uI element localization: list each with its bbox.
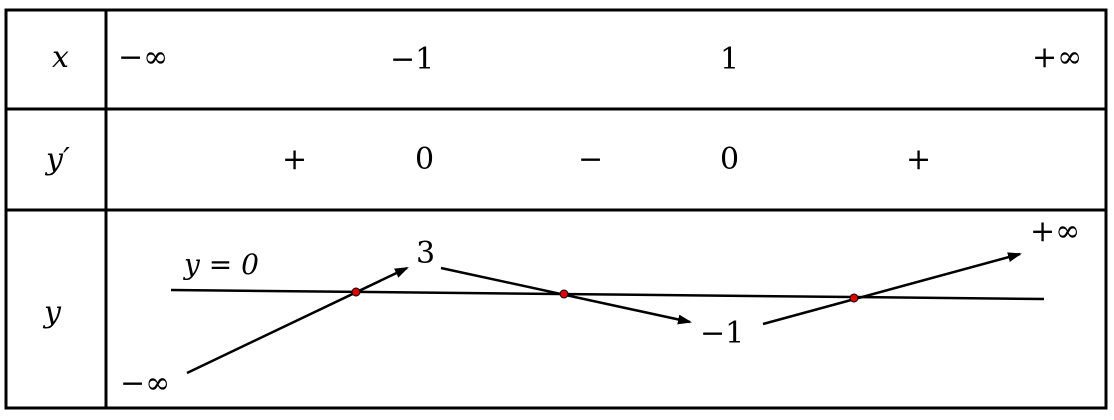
increasing-arrow-2 bbox=[762, 252, 1022, 326]
y-value-neg-inf: −∞ bbox=[120, 366, 171, 401]
sign-zero-1: 0 bbox=[415, 142, 435, 177]
row-label-derivative: y′ bbox=[46, 142, 70, 177]
x-value-pos-inf: +∞ bbox=[1032, 40, 1083, 75]
y-value-min: −1 bbox=[700, 316, 745, 351]
y-value-max: 3 bbox=[416, 236, 436, 271]
intersection-point-1 bbox=[351, 287, 361, 297]
row-label-y: y bbox=[44, 295, 61, 330]
sign-plus-1: + bbox=[282, 142, 308, 177]
y-value-pos-inf: +∞ bbox=[1030, 214, 1081, 249]
row-label-x: x bbox=[52, 40, 69, 75]
sign-minus: − bbox=[578, 142, 604, 177]
x-value-neg-inf: −∞ bbox=[118, 40, 169, 75]
increasing-arrow-1 bbox=[186, 266, 409, 375]
y-zero-line bbox=[170, 288, 1045, 301]
sign-zero-2: 0 bbox=[720, 142, 740, 177]
sign-plus-2: + bbox=[906, 142, 932, 177]
x-value-1: 1 bbox=[720, 42, 740, 77]
reference-line-label: y = 0 bbox=[184, 248, 259, 281]
intersection-point-3 bbox=[849, 293, 859, 303]
intersection-point-2 bbox=[559, 289, 569, 299]
x-value-neg-1: −1 bbox=[390, 42, 435, 77]
